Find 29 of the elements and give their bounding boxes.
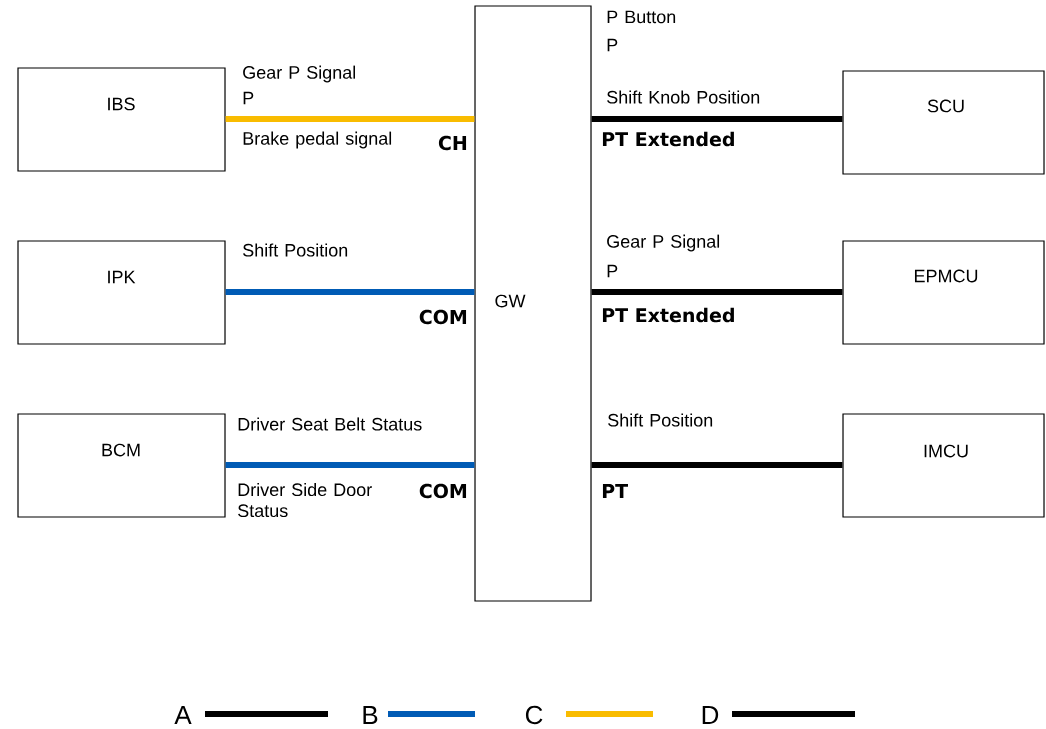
ecu-box: SCU (842, 70, 1045, 175)
signal-label: Shift Position (608, 413, 713, 427)
bus-line (225, 289, 475, 295)
bus-name: COM (419, 309, 467, 325)
bus-line (225, 462, 475, 468)
ecu-box: GW (474, 5, 592, 602)
bus-line (591, 116, 843, 122)
ecu-box: EPMCU (842, 240, 1045, 345)
signal-label: P (243, 91, 254, 105)
ecu-box: IMCU (842, 413, 1045, 518)
ecu-box: BCM (17, 413, 226, 518)
legend-label: B (363, 706, 378, 724)
bus-name: PT Extended (602, 131, 734, 147)
bus-name: COM (419, 483, 467, 499)
bus-name: CH (438, 135, 467, 151)
bus-line (591, 289, 843, 295)
ecu-box: IPK (17, 240, 226, 345)
bus-line (591, 462, 843, 468)
signal-label: Driver Side Door Status (238, 482, 372, 518)
legend-label: D (702, 706, 719, 724)
bus-line (225, 116, 475, 122)
signal-label: Shift Knob Position (607, 90, 760, 104)
bus-name: PT (602, 484, 628, 498)
bus-name: PT Extended (602, 307, 734, 323)
ecu-box: IBS (17, 67, 226, 172)
signal-label: Brake pedal signal (243, 131, 392, 149)
legend-label: C (525, 705, 543, 725)
legend-label: A (174, 706, 192, 724)
signal-label: P (607, 264, 618, 278)
